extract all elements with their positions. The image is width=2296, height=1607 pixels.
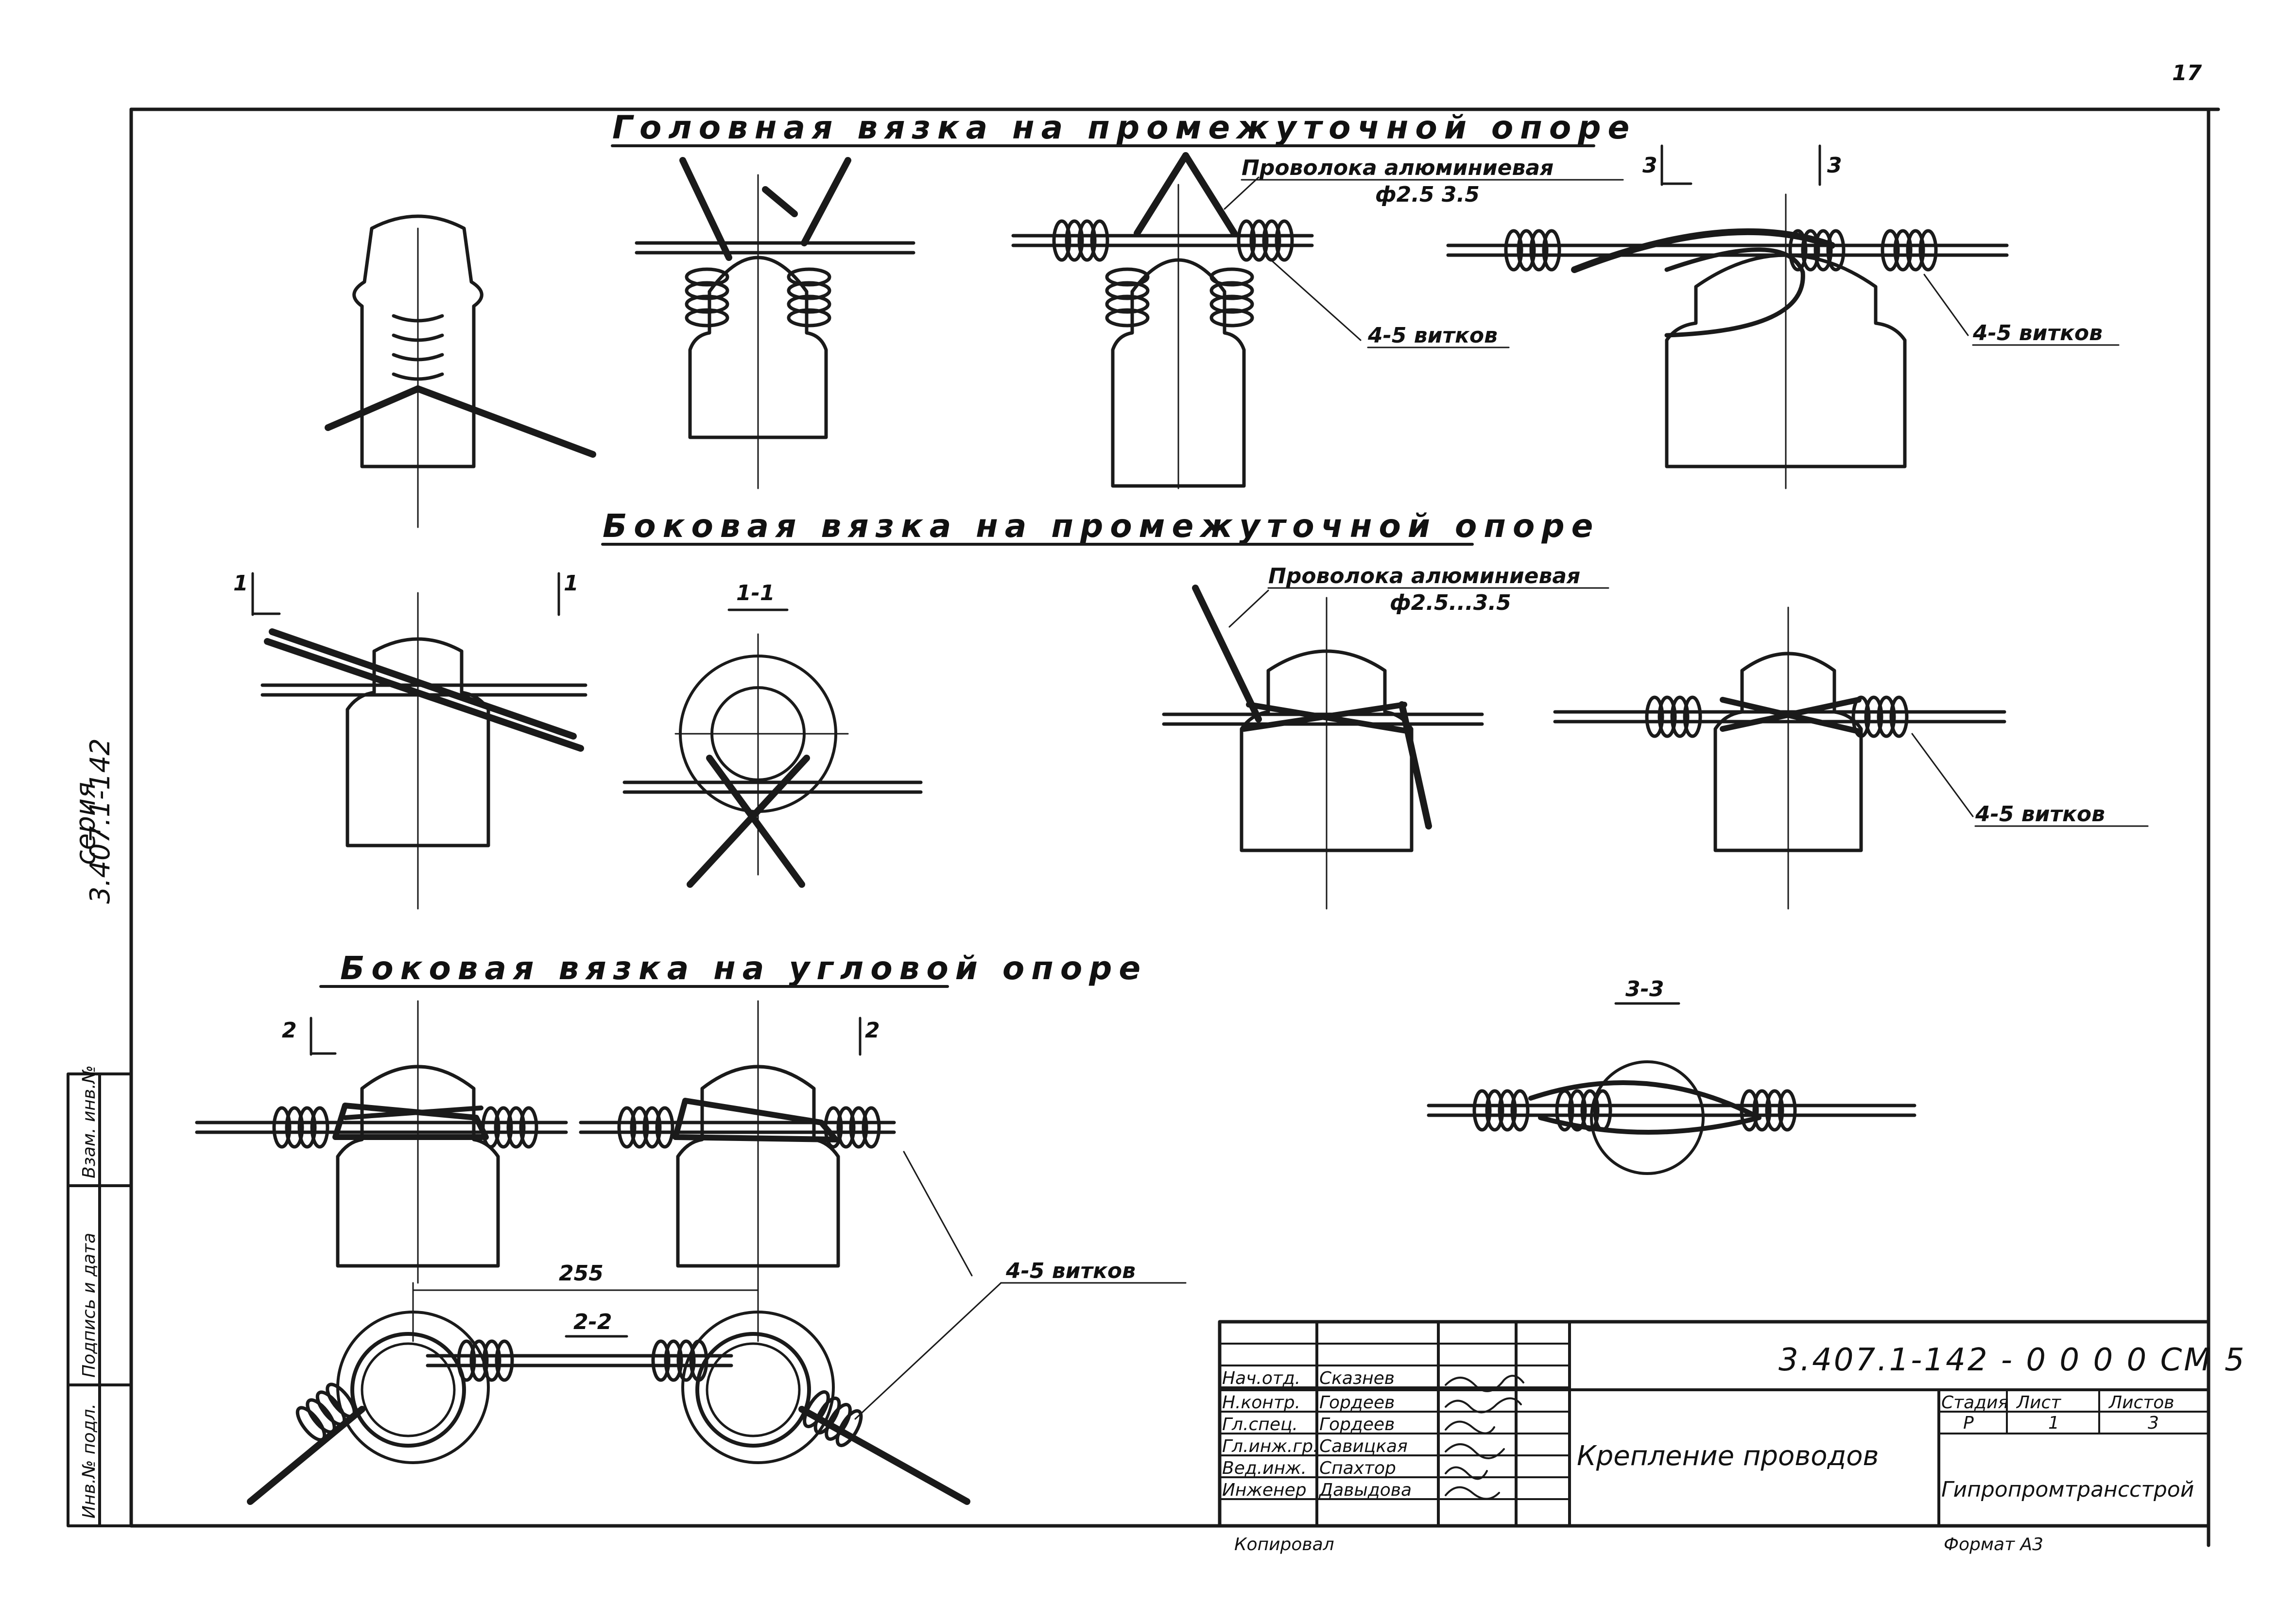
stamp-sign: Подпись и дата bbox=[79, 1233, 99, 1378]
role-1: Н.контр. bbox=[1222, 1393, 1300, 1413]
label-wire-1-size: ф2.5 3.5 bbox=[1375, 182, 1480, 207]
heading-side-tie: Боковая вязка на промежуточной опоре bbox=[603, 507, 1600, 545]
section-label-2-2: 2-2 bbox=[573, 1310, 612, 1334]
role-0: Нач.отд. bbox=[1222, 1368, 1300, 1388]
label-turns-4: 4-5 витков bbox=[1005, 1259, 1136, 1283]
role-2: Гл.спец. bbox=[1222, 1415, 1298, 1434]
doc-title: Крепление проводов bbox=[1577, 1440, 1879, 1472]
name-2: Гордеев bbox=[1319, 1415, 1395, 1434]
section-3-3: 3-3 bbox=[1427, 977, 1916, 1175]
organization: Гипропромтрансстрой bbox=[1941, 1477, 2194, 1502]
label-wire-1: Проволока алюминиевая bbox=[1242, 156, 1554, 180]
heading-side-tie-corner: Боковая вязка на угловой опоре bbox=[340, 950, 1147, 987]
headings: Головная вязка на промежуточной опоре Бо… bbox=[319, 109, 1636, 988]
cut-mark-3-left: 3 bbox=[1642, 153, 1657, 178]
view-corner-b: 2 bbox=[579, 1000, 973, 1298]
frame bbox=[129, 107, 2220, 1547]
copied-label: Копировал bbox=[1234, 1535, 1334, 1555]
stage-value: Р bbox=[1963, 1413, 1974, 1433]
role-5: Инженер bbox=[1222, 1480, 1307, 1500]
cut-mark-1-left: 1 bbox=[233, 571, 248, 596]
role-4: Вед.инж. bbox=[1222, 1458, 1307, 1478]
margin-series: серия 3.407.1-142 Инв.№ подл. Подпись и … bbox=[67, 738, 133, 1527]
sheet-header: Лист bbox=[2016, 1393, 2061, 1413]
series-code: 3.407.1-142 bbox=[85, 738, 116, 904]
section-1-1: 1-1 bbox=[622, 581, 923, 888]
cut-mark-2-right: 2 bbox=[865, 1018, 880, 1043]
view-side-tie-b: Проволока алюминиевая ф2.5...3.5 bbox=[1162, 564, 1609, 910]
heading-head-tie: Головная вязка на промежуточной опоре bbox=[612, 109, 1636, 146]
view-head-tie-top: 4-5 витков 3 3 bbox=[1446, 144, 2120, 489]
dim-255: 255 bbox=[559, 1261, 604, 1286]
cut-mark-2-left: 2 bbox=[282, 1018, 297, 1043]
label-turns-1: 4-5 витков bbox=[1367, 323, 1498, 348]
view-head-tie-front bbox=[635, 157, 915, 489]
series-label: серия bbox=[70, 782, 102, 865]
cut-mark-1-right: 1 bbox=[564, 571, 579, 596]
view-head-tie-twisted: Проволока алюминиевая ф2.5 3.5 4-5 витко… bbox=[1011, 152, 1624, 489]
title-block: 3.407.1-142 - 0 0 0 0 СМ 5 Крепление про… bbox=[1218, 1320, 2246, 1555]
section-label-3-3: 3-3 bbox=[1625, 977, 1664, 1002]
label-wire-2: Проволока алюминиевая bbox=[1268, 564, 1580, 588]
sheets-value: 3 bbox=[2148, 1413, 2159, 1433]
doc-code: 3.407.1-142 - 0 0 0 0 СМ 5 bbox=[1778, 1342, 2246, 1378]
name-4: Спахтор bbox=[1319, 1458, 1396, 1478]
sheet-value: 1 bbox=[2048, 1413, 2059, 1433]
label-wire-2-size: ф2.5...3.5 bbox=[1390, 590, 1511, 615]
sheets-header: Листов bbox=[2108, 1393, 2174, 1413]
view-head-tie-side bbox=[325, 216, 596, 528]
stamp-inv: Инв.№ подл. bbox=[79, 1403, 99, 1519]
name-1: Гордеев bbox=[1319, 1393, 1395, 1413]
label-turns-2: 4-5 витков bbox=[1972, 321, 2103, 346]
stage-header: Стадия bbox=[1941, 1393, 2008, 1413]
name-3: Савицкая bbox=[1319, 1436, 1408, 1456]
signatures bbox=[1445, 1375, 1524, 1500]
section-label-1-1: 1-1 bbox=[736, 581, 775, 605]
label-turns-3: 4-5 витков bbox=[1975, 802, 2105, 827]
view-side-tie-c: 4-5 витков bbox=[1553, 606, 2149, 910]
name-0: Сказнев bbox=[1319, 1368, 1395, 1388]
name-5: Давыдова bbox=[1318, 1480, 1412, 1500]
format-label: Формат А3 bbox=[1944, 1535, 2043, 1555]
view-side-tie-a: 1 1 bbox=[233, 571, 587, 910]
page-number: 17 bbox=[2172, 61, 2202, 86]
cut-mark-3-right: 3 bbox=[1827, 153, 1842, 178]
view-corner-a: 2 bbox=[195, 1000, 568, 1284]
section-2-2: 255 2-2 4-5 витков bbox=[247, 1259, 1187, 1505]
stamp-replace: Взам. инв.№ bbox=[79, 1065, 99, 1178]
role-3: Гл.инж.гр. bbox=[1222, 1436, 1319, 1456]
